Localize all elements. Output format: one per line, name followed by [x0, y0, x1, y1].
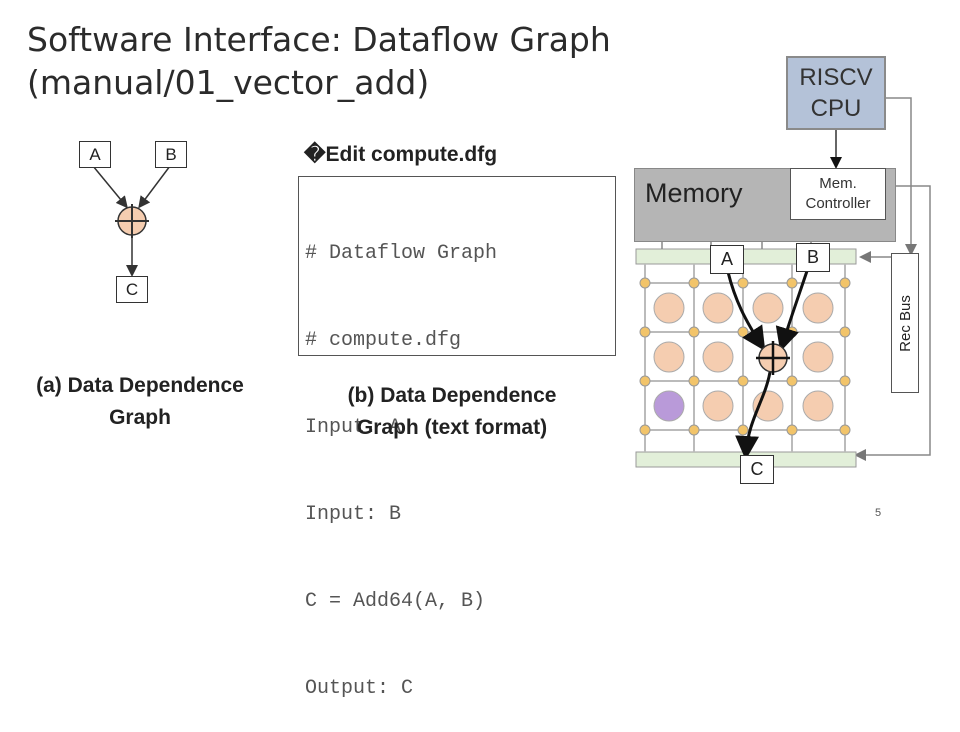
fabric-input-a: A: [710, 245, 744, 274]
title-line-2: (manual/01_vector_add): [27, 63, 430, 102]
caption-text-format: (b) Data Dependence Graph (text format): [347, 384, 557, 439]
page-number: 5: [875, 507, 882, 519]
code-line: # Dataflow Graph: [305, 242, 498, 265]
rec-bus: Rec Bus: [891, 253, 919, 393]
graph-node-c: C: [116, 276, 148, 303]
code-line: # compute.dfg: [305, 329, 462, 352]
code-line: C = Add64(A, B): [305, 590, 486, 613]
cgra-fabric: [635, 97, 931, 468]
fabric-output-c: C: [740, 455, 774, 484]
memory-label: Memory: [645, 178, 743, 208]
title-line-1: Software Interface: Dataflow Graph: [27, 20, 611, 59]
slide-title: Software Interface: Dataflow Graph (manu…: [27, 18, 611, 104]
code-line: Input: B: [305, 503, 402, 526]
plus-circle-icon: [115, 204, 149, 238]
graph-node-b: B: [155, 141, 187, 168]
fabric-input-b: B: [796, 243, 830, 272]
fabric-plus-icon: [756, 341, 790, 375]
graph-node-a: A: [79, 141, 111, 168]
editor-title: �Edit compute.dfg: [304, 143, 498, 166]
dependence-graph-arrows: [92, 165, 171, 277]
code-line: Output: C: [305, 677, 414, 700]
caption-dependence-graph: (a) Data Dependence Graph: [36, 374, 244, 429]
memory-controller: Mem.Controller: [790, 168, 886, 220]
code-line: Input: A: [305, 416, 402, 439]
